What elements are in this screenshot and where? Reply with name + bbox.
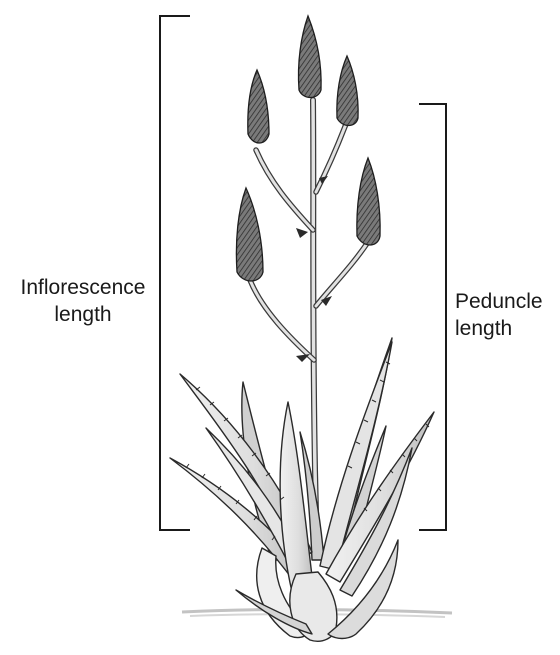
peduncle-length-label: Peduncle length xyxy=(455,288,560,342)
bud-top-left xyxy=(248,70,269,143)
bud-lower-left xyxy=(236,188,263,281)
inflorescence-length-label: Inflorescence length xyxy=(8,274,158,328)
peduncle-label-line2: length xyxy=(455,315,560,342)
bud-top-right xyxy=(337,56,358,126)
inflorescence-label-line1: Inflorescence xyxy=(8,274,158,301)
peduncle-label-line1: Peduncle xyxy=(455,288,560,315)
inflorescence-bracket xyxy=(160,16,190,530)
bud-top-center xyxy=(298,16,321,98)
inflorescence-label-line2: length xyxy=(8,301,158,328)
leaf-rosette xyxy=(170,338,434,641)
peduncle-bracket xyxy=(419,104,446,530)
bud-lower-right xyxy=(357,158,380,245)
